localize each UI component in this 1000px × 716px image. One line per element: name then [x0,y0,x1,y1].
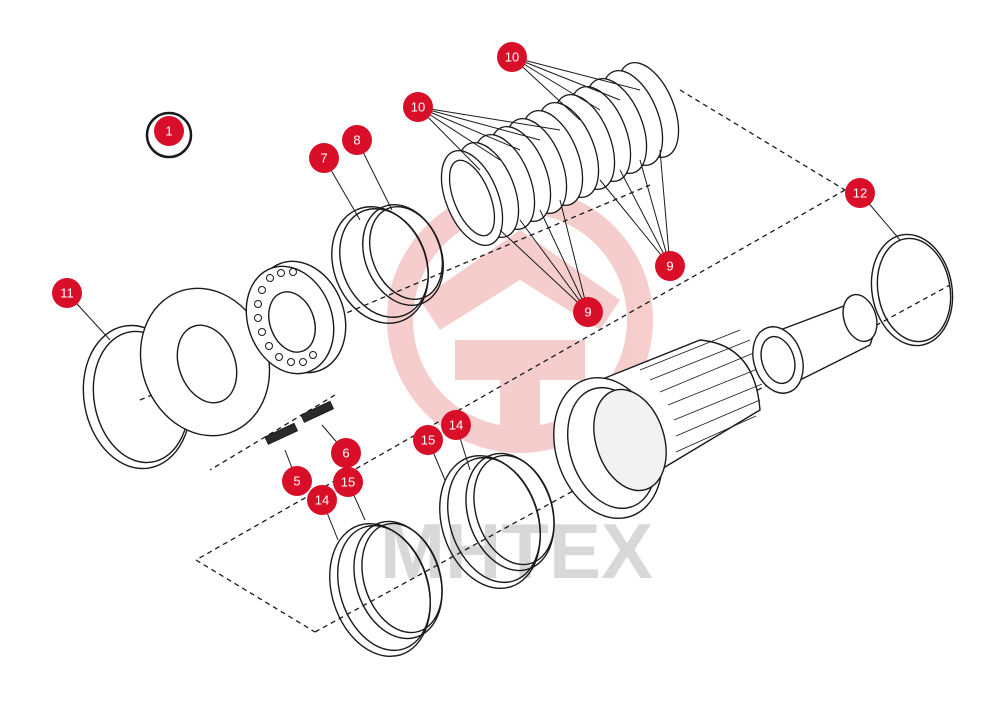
callout-8: 8 [342,125,372,155]
svg-text:10: 10 [505,50,519,65]
svg-text:11: 11 [60,286,74,301]
snap-ring-12 [870,233,954,347]
svg-text:6: 6 [342,446,349,461]
callout-14-upper: 14 [441,410,471,440]
svg-text:15: 15 [341,475,355,490]
svg-text:10: 10 [411,100,425,115]
svg-text:1: 1 [165,124,172,139]
thrust-washer [139,287,271,437]
svg-text:5: 5 [293,474,300,489]
callout-14-lower: 14 [307,485,337,515]
callout-5: 5 [282,466,312,496]
svg-text:14: 14 [449,418,463,433]
pins-5-6 [264,400,335,445]
callout-1-outline [145,111,193,159]
callout-10-top: 10 [497,42,527,72]
callout-11: 11 [52,278,82,308]
svg-text:8: 8 [353,133,360,148]
svg-text:7: 7 [320,151,327,166]
callout-10-left: 10 [403,92,433,122]
watermark-text: MHTEX [380,507,653,595]
callout-7: 7 [309,143,339,173]
callout-9-lower: 9 [573,297,603,327]
svg-text:9: 9 [584,305,591,320]
svg-text:9: 9 [666,259,673,274]
piston [245,260,347,375]
seal-rings-14-15-middle [439,452,555,590]
callout-15-upper: 15 [413,425,443,455]
callout-12: 12 [845,178,875,208]
seal-rings-7-8 [331,204,444,324]
callout-9-right: 9 [655,251,685,281]
svg-text:15: 15 [421,433,435,448]
callout-15-lower: 15 [333,467,363,497]
svg-text:12: 12 [853,186,867,201]
clutch-disc-pack [440,61,680,247]
callout-badges: 1 7 8 10 10 11 12 9 9 5 6 14 15 14 15 [52,42,875,515]
callout-1: 1 [154,116,184,146]
callout-6: 6 [331,438,361,468]
needle-bearing-and-shaft [752,293,878,394]
seal-rings-14-15-lower [329,520,443,658]
svg-text:14: 14 [315,493,329,508]
clutch-drum [553,329,763,520]
